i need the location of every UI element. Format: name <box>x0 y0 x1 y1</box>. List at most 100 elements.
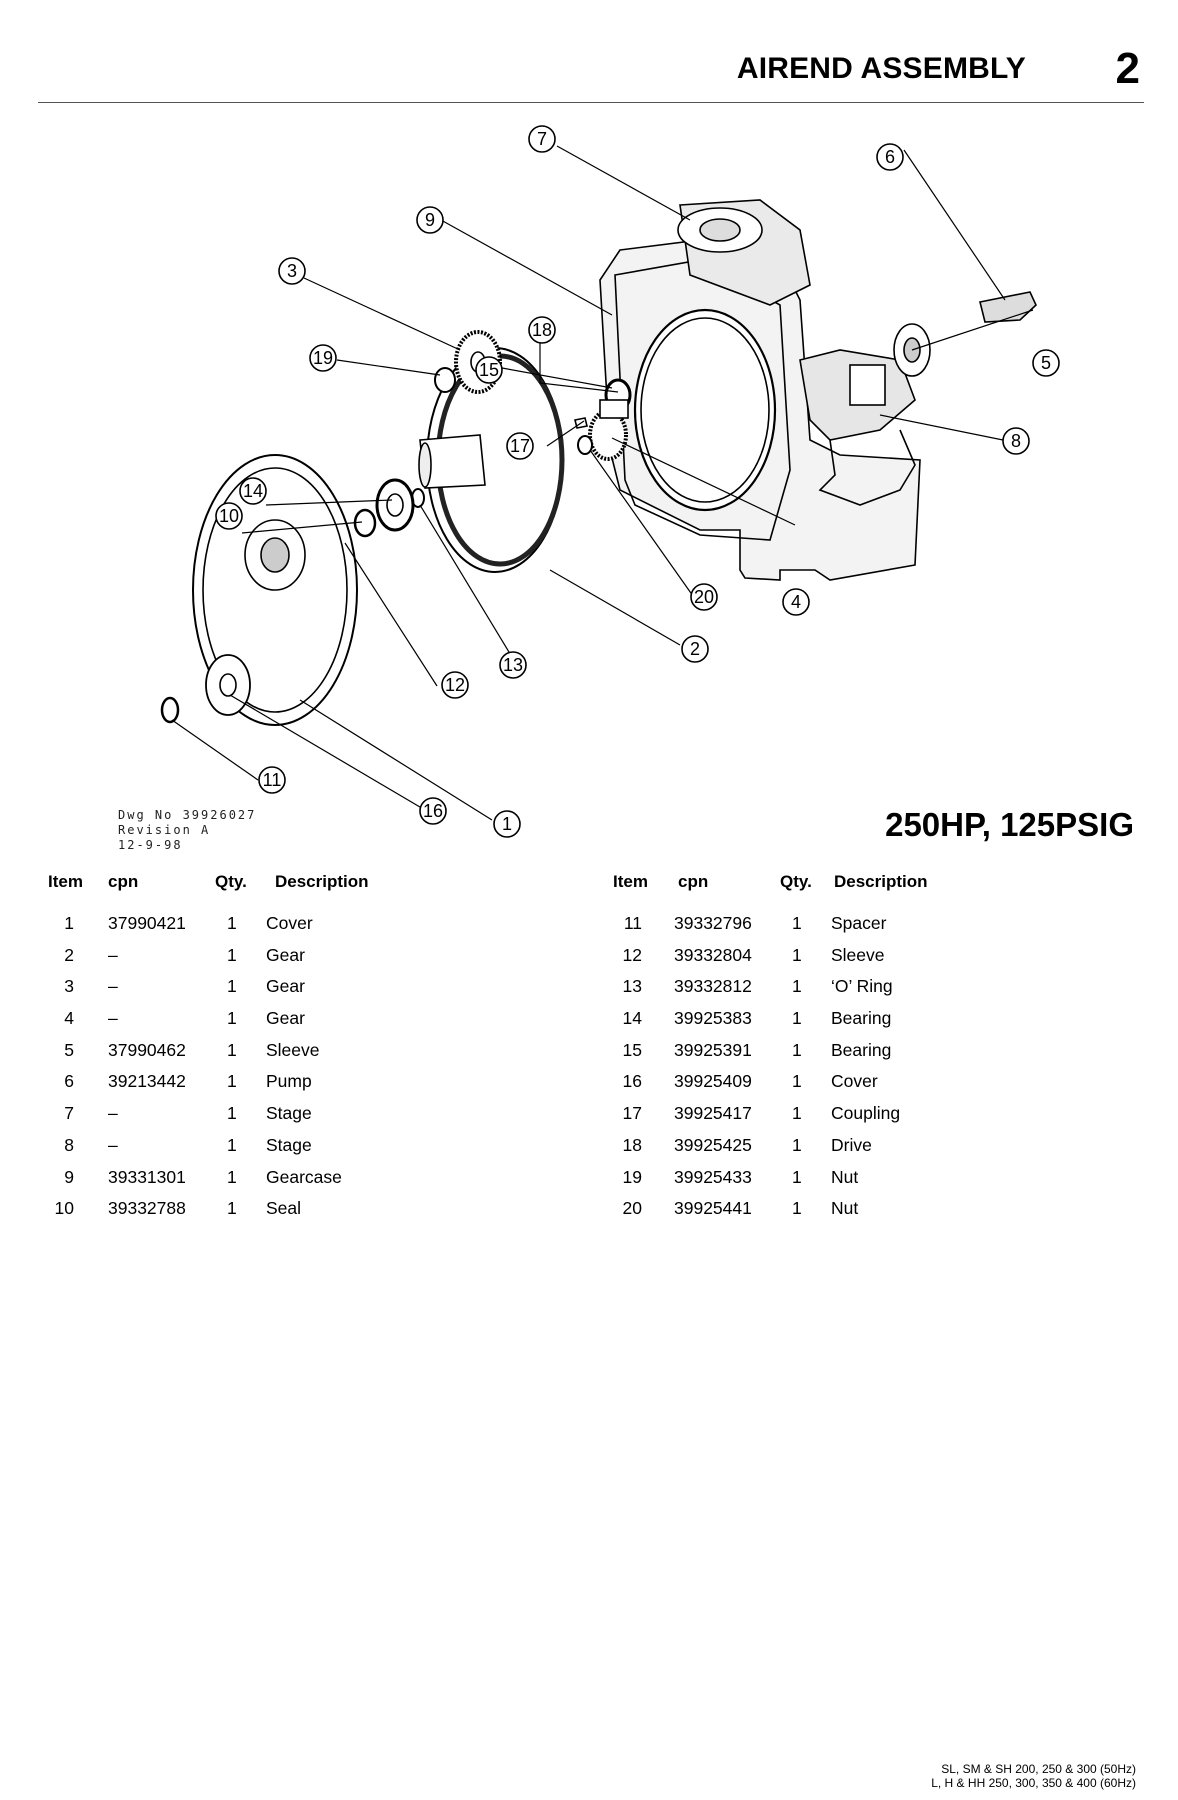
part-number: 39925425 <box>674 1134 752 1155</box>
exploded-assembly-diagram: 7 6 9 3 18 19 15 5 8 17 14 10 4 20 2 13 … <box>160 125 1060 838</box>
callout-1: 1 <box>493 810 521 838</box>
description: Bearing <box>831 1039 892 1060</box>
description: Stage <box>266 1103 312 1124</box>
item-number: 16 <box>622 1071 642 1092</box>
svg-text:8: 8 <box>1011 431 1021 451</box>
description: Seal <box>266 1198 302 1219</box>
svg-text:10: 10 <box>219 506 239 526</box>
callout-19: 19 <box>309 344 337 372</box>
header-description: Description <box>834 872 928 891</box>
part-number: 39332796 <box>674 913 752 933</box>
item-number: 15 <box>622 1039 642 1060</box>
callout-7: 7 <box>528 125 556 153</box>
seal-10 <box>353 508 377 538</box>
quantity: 1 <box>227 1039 237 1060</box>
footer-models: SL, SM & SH 200, 250 & 300 (50Hz) L, H &… <box>931 1762 1136 1790</box>
description: ‘O’ Ring <box>831 976 893 997</box>
header-title: AIREND ASSEMBLY <box>736 52 1026 85</box>
description: Gear <box>266 976 305 997</box>
svg-text:2: 2 <box>690 639 700 659</box>
description: Nut <box>831 1198 859 1219</box>
svg-text:3: 3 <box>287 261 297 281</box>
callout-20: 20 <box>690 583 718 611</box>
description: Sleeve <box>266 1039 320 1060</box>
callout-14: 14 <box>239 477 267 505</box>
callout-13: 13 <box>499 651 527 679</box>
quantity: 1 <box>227 1198 237 1219</box>
quantity: 1 <box>792 913 802 933</box>
header-qty: Qty. <box>780 872 812 891</box>
svg-text:20: 20 <box>694 587 714 607</box>
callout-18: 18 <box>528 316 556 344</box>
item-number: 5 <box>64 1039 74 1060</box>
item-number: 17 <box>622 1103 642 1124</box>
item-number: 18 <box>622 1134 642 1155</box>
part-number: 39332812 <box>674 976 752 997</box>
description: Drive <box>831 1134 872 1155</box>
svg-text:16: 16 <box>423 801 443 821</box>
header-item: Item <box>613 872 648 891</box>
section-number: 2 <box>1115 44 1140 93</box>
description: Pump <box>266 1071 312 1092</box>
svg-text:15: 15 <box>479 360 499 380</box>
spacer-11 <box>160 696 180 724</box>
item-number: 10 <box>54 1198 74 1219</box>
part-number: 37990462 <box>108 1039 186 1060</box>
callout-15: 15 <box>475 356 503 384</box>
drawing-note: Dwg No 39926027 Revision A 12-9-98 <box>118 808 256 853</box>
svg-text:9: 9 <box>425 210 435 230</box>
description: Nut <box>831 1166 859 1187</box>
item-number: 20 <box>622 1198 642 1219</box>
part-number: – <box>108 944 118 965</box>
coupling-17 <box>574 417 588 429</box>
model-rating: 250HP, 125PSIG <box>885 806 1134 843</box>
quantity: 1 <box>227 1134 237 1155</box>
part-number: 39213442 <box>108 1071 186 1092</box>
svg-text:18: 18 <box>532 320 552 340</box>
svg-text:1: 1 <box>502 814 512 834</box>
callout-2: 2 <box>681 635 709 663</box>
o-ring-13 <box>411 488 425 508</box>
part-number: – <box>108 976 118 997</box>
callout-10: 10 <box>215 502 243 530</box>
part-number: – <box>108 1008 118 1029</box>
quantity: 1 <box>227 913 237 933</box>
description: Cover <box>266 913 313 933</box>
part-number: 39331301 <box>108 1166 186 1187</box>
item-number: 1 <box>64 913 74 933</box>
quantity: 1 <box>792 1103 802 1124</box>
quantity: 1 <box>227 1071 237 1092</box>
header-cpn: cpn <box>108 872 139 891</box>
callout-11: 11 <box>258 766 286 794</box>
item-number: 19 <box>622 1166 642 1187</box>
nut-20 <box>577 435 593 455</box>
pump-part <box>979 291 1037 323</box>
description: Coupling <box>831 1103 901 1124</box>
part-number: 39332788 <box>108 1198 186 1219</box>
description: Bearing <box>831 1008 892 1029</box>
bearing-14 <box>375 478 415 532</box>
svg-text:19: 19 <box>313 348 333 368</box>
item-number: 6 <box>64 1071 74 1092</box>
callout-6: 6 <box>876 143 904 171</box>
description: Spacer <box>831 913 887 933</box>
item-number: 12 <box>622 944 642 965</box>
nut-19 <box>434 367 456 393</box>
part-number: 39925383 <box>674 1008 752 1029</box>
description: Stage <box>266 1134 312 1155</box>
item-number: 14 <box>622 1008 642 1029</box>
svg-text:12: 12 <box>445 675 465 695</box>
svg-text:6: 6 <box>885 147 895 167</box>
item-number: 13 <box>622 976 642 997</box>
quantity: 1 <box>227 1008 237 1029</box>
drawing-revision: Revision A <box>118 823 211 837</box>
callout-17: 17 <box>506 432 534 460</box>
header-rule <box>38 102 1144 103</box>
description: Sleeve <box>831 944 885 965</box>
svg-text:17: 17 <box>510 436 530 456</box>
quantity: 1 <box>227 1103 237 1124</box>
part-number: – <box>108 1103 118 1124</box>
part-number: 39925417 <box>674 1103 752 1124</box>
item-number: 8 <box>64 1134 74 1155</box>
header-description: Description <box>275 872 369 891</box>
